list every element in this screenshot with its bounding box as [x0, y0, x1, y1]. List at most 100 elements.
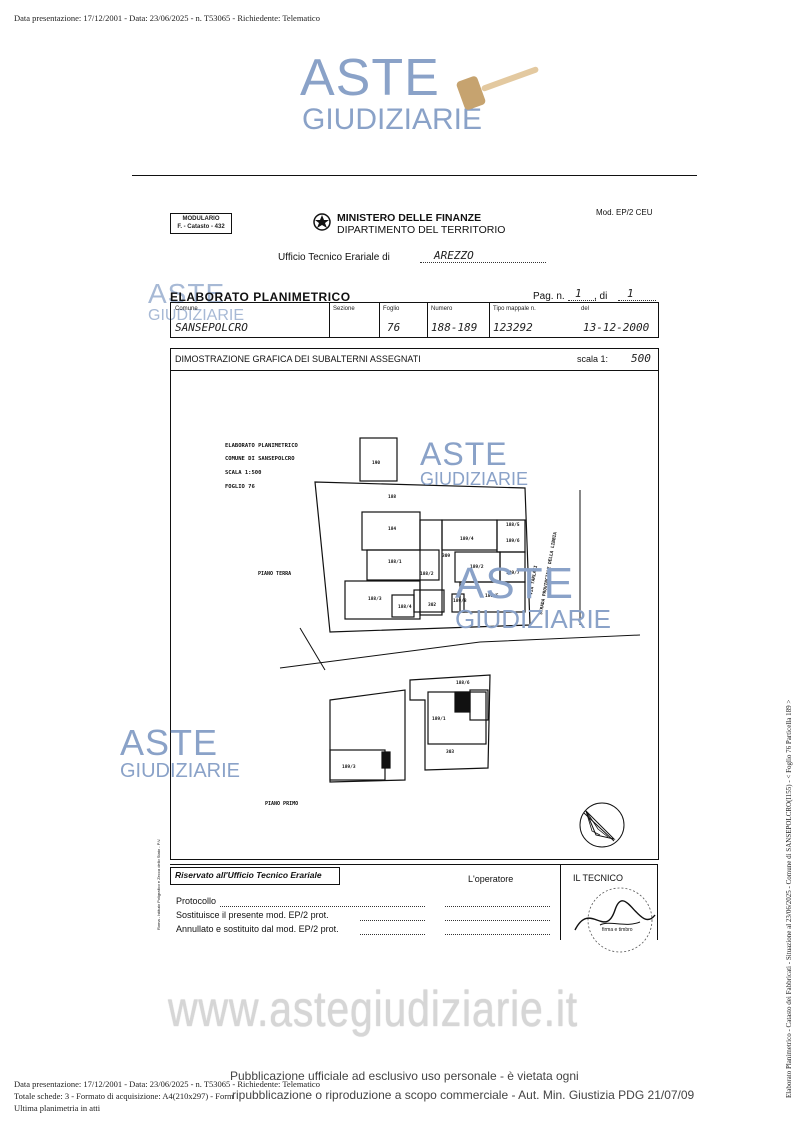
watermark-giudiziarie-lower: GIUDIZIARIE [120, 760, 241, 782]
of-label: , di [594, 291, 608, 302]
page-label: Pag. n. [533, 291, 565, 302]
unit-188-3 [344, 580, 421, 620]
label-189-6: 189/6 [506, 538, 520, 544]
first-floor-right [409, 674, 491, 771]
protocollo-label: Protocollo [176, 896, 217, 906]
watermark-logo-lower-left: ASTE GIUDIZIARIE [120, 722, 241, 782]
department-title: DIPARTIMENTO DEL TERRITORIO [337, 224, 506, 236]
ground-floor [314, 437, 531, 633]
header-line: Data presentazione: 17/12/2001 - Data: 2… [14, 13, 320, 23]
tecnico-label: IL TECNICO [573, 873, 624, 883]
scale-value: 500 [631, 352, 651, 365]
annullato-label: Annullato e sostituito dal mod. EP/2 pro… [176, 924, 339, 934]
form-title: ELABORATO PLANIMETRICO [170, 290, 351, 304]
foglio-value: 76 [387, 321, 401, 334]
label-188-1: 188/1 [388, 559, 402, 565]
reserved-title-box: Riservato all'Ufficio Tecnico Erariale [170, 867, 340, 885]
floor-first: PIANO PRIMO [265, 801, 298, 807]
operator-label: L'operatore [468, 874, 514, 884]
sep-4 [489, 303, 490, 337]
annullato-line [360, 934, 425, 935]
notice-line2: ripubblicazione o riproduzione a scopo c… [232, 1088, 695, 1102]
of-line [618, 300, 656, 301]
modulario-line1: MODULARIO [182, 216, 220, 222]
unit-188-1 [366, 549, 440, 581]
watermark-giudiziarie-small: GIUDIZIARIE [148, 307, 245, 324]
label-189-4: 189/4 [460, 536, 474, 542]
street-line-2 [299, 627, 326, 671]
foglio-label: Foglio [383, 306, 400, 312]
watermark-aste-mid: ASTE [420, 436, 508, 472]
numero-value: 188-189 [431, 321, 478, 334]
watermark-giudiziarie-mid: GIUDIZIARIE [420, 469, 529, 489]
sep-3 [427, 303, 428, 337]
del-value: 13-12-2000 [583, 321, 650, 334]
label-189-1: 189/1 [432, 716, 446, 722]
watermark-aste: ASTE [300, 49, 440, 107]
watermark-url: www.astegiudiziarie.it [168, 981, 578, 1037]
unit-labels: 190 188 184 188/1 188/2 188/3 188/4 188/… [342, 460, 520, 770]
del-label: del [581, 306, 590, 312]
north-arrow-icon [579, 802, 625, 848]
floor-ground: PIANO TERRA [258, 571, 291, 577]
watermark-giudiziarie-right: GIUDIZIARIE [455, 604, 612, 634]
protocollo-line [220, 906, 425, 907]
ministry-title: MINISTERO DELLE FINANZE [337, 212, 482, 224]
notice-line1: Pubblicazione ufficiale ad esclusivo uso… [230, 1069, 579, 1083]
comune-label: Comune [175, 306, 198, 312]
building-190 [359, 437, 398, 482]
fields-row: Comune SANSEPOLCRO Sezione Foglio 76 Num… [170, 302, 659, 338]
label-303: 303 [446, 749, 454, 755]
gavel-icon [456, 66, 539, 110]
of-value: 1 [627, 287, 634, 300]
reserved-box: Riservato all'Ufficio Tecnico Erariale L… [170, 864, 658, 940]
label-302: 302 [428, 602, 436, 608]
plan-legend: ELABORATO PLANIMETRICO COMUNE DI SANSEPO… [225, 443, 299, 490]
ufficio-line [420, 262, 546, 263]
drawing-frame: DIMOSTRAZIONE GRAFICA DEI SUBALTERNI ASS… [170, 348, 659, 860]
footer-line3: Ultima planimetria in atti [14, 1103, 101, 1113]
watermark-giudiziarie: GIUDIZIARIE [302, 103, 483, 136]
stair-left [381, 751, 391, 769]
signature-stamp [574, 887, 656, 953]
watermark-aste-lower: ASTE [120, 722, 219, 763]
sostituisce-line [360, 920, 425, 921]
watermark-logo-top: ASTE GIUDIZIARIE [300, 52, 560, 142]
floor-labels: PIANO TERRA PIANO PRIMO [258, 571, 298, 807]
mod-code: Mod. EP/2 CEU [596, 208, 653, 217]
watermark-logo-right: ASTE GIUDIZIARIE [455, 559, 612, 634]
unit-189-3 [329, 749, 386, 781]
footer-line1: Data presentazione: 17/12/2001 - Data: 2… [14, 1079, 320, 1089]
tipo-value: 123292 [493, 321, 533, 334]
firma-label: firma e timbro [602, 927, 633, 933]
ufficio-label: Ufficio Tecnico Erariale di [278, 252, 390, 263]
watermark-logo-mid: ASTE GIUDIZIARIE [420, 438, 528, 488]
label-188-4: 188/4 [398, 604, 412, 610]
ufficio-value: AREZZO [434, 249, 474, 262]
label-184: 184 [388, 526, 396, 532]
modulario-box: MODULARIO F. - Catasto - 432 [170, 213, 232, 234]
unit-189-4 [441, 519, 498, 551]
watermark-aste-right: ASTE [455, 559, 574, 608]
footer-line2: Totale schede: 3 - Formato di acquisizio… [14, 1091, 234, 1101]
tecnico-box: IL TECNICO [560, 865, 658, 940]
top-rule [132, 175, 697, 176]
label-188-6: 188/6 [456, 680, 470, 686]
label-188-2: 188/2 [420, 571, 434, 577]
operator-line-3 [445, 934, 550, 935]
unit-302 [413, 589, 445, 613]
unit-188-4 [391, 594, 415, 618]
legend-line1: ELABORATO PLANIMETRICO [225, 443, 299, 449]
label-190: 190 [372, 460, 380, 466]
sep-1 [329, 303, 330, 337]
emblem-icon [313, 213, 331, 231]
label-188: 188 [388, 494, 396, 500]
label-189-8: 189/8 [453, 598, 467, 604]
first-floor [329, 674, 491, 783]
street-line-1 [279, 634, 641, 669]
unit-188-2 [419, 519, 443, 616]
legend-line3: SCALA 1:500 [225, 470, 261, 476]
section-rule [171, 370, 658, 371]
label-189-3: 189/3 [342, 764, 356, 770]
stair-right [454, 691, 471, 713]
